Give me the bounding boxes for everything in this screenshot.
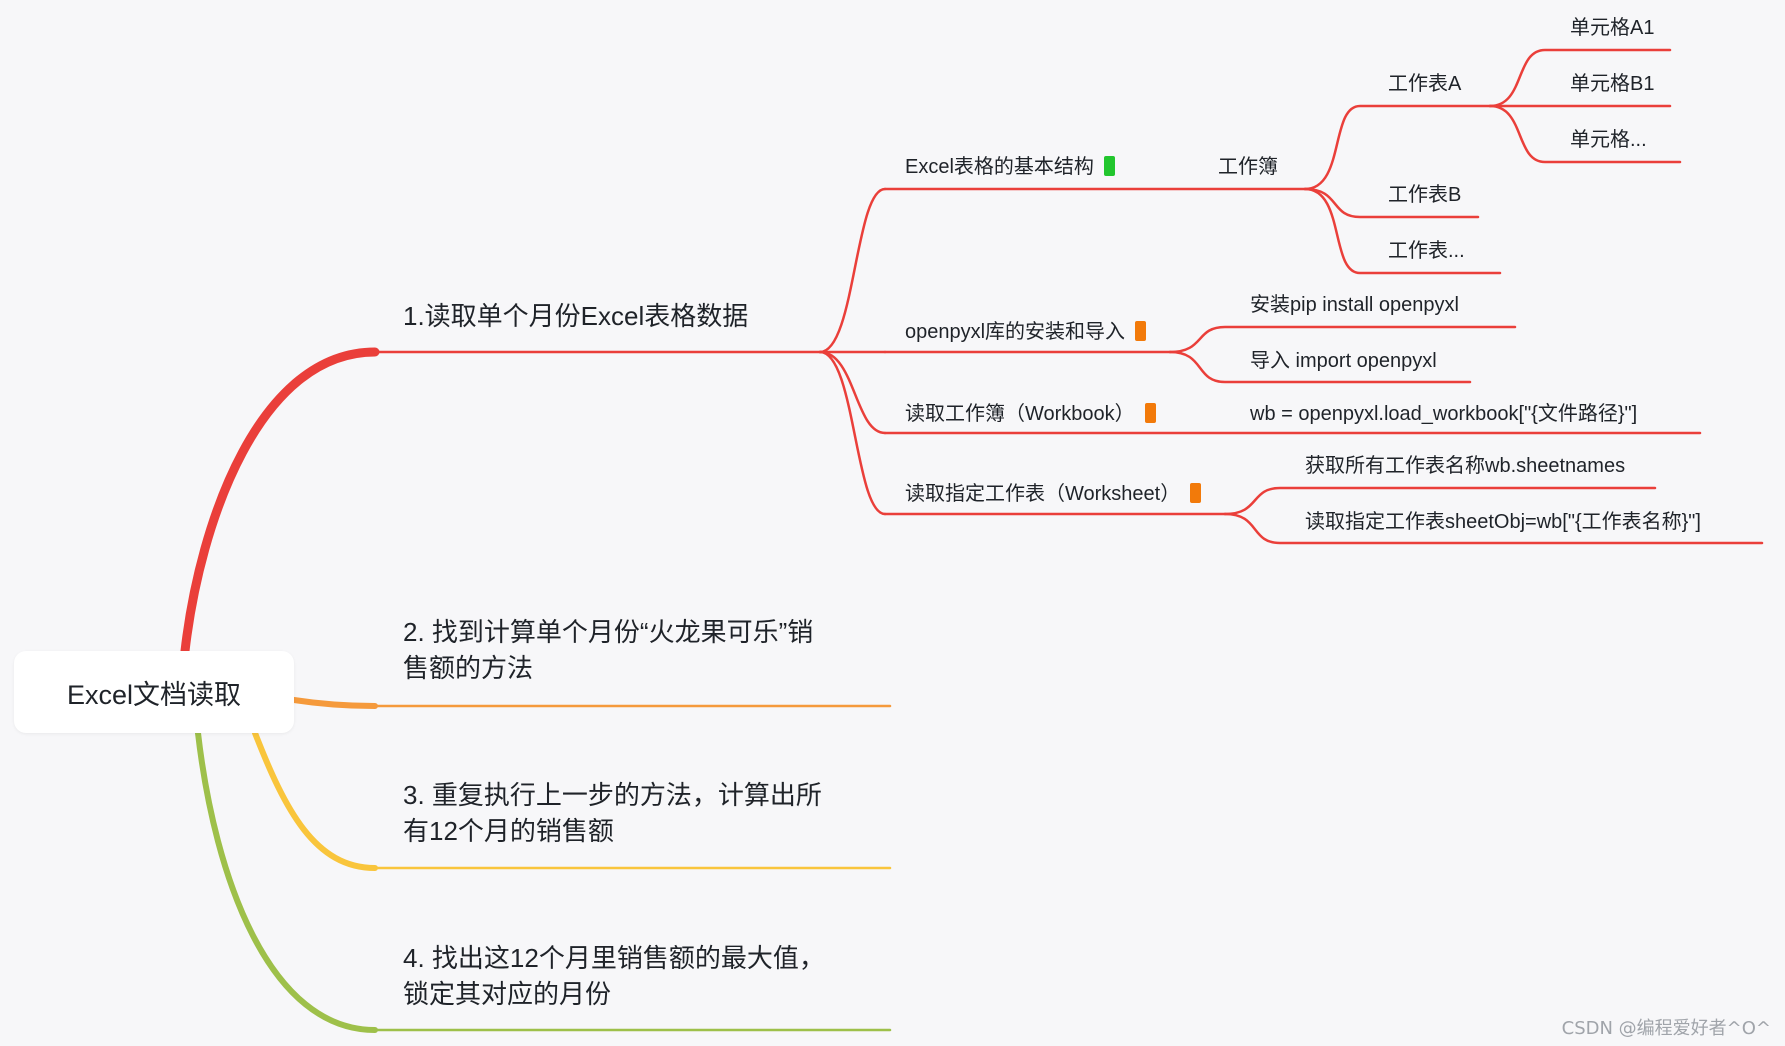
connector-root-branch-1 [180, 347, 380, 656]
connector-import [1168, 350, 1472, 384]
connector-sheet-etc [1303, 187, 1502, 275]
node-sheetobj[interactable]: 读取指定工作表sheetObj=wb["{工作表名称}"] [1305, 508, 1701, 536]
connector-l1-workbook [818, 350, 887, 435]
node-sheetnames[interactable]: 获取所有工作表名称wb.sheetnames [1305, 452, 1625, 480]
node-cell-a1[interactable]: 单元格A1 [1570, 14, 1654, 42]
subtopic-workbook[interactable]: 读取工作簿（Workbook） [905, 400, 1156, 428]
node-workbook[interactable]: 工作簿 [1218, 153, 1278, 181]
subtopic-workbook-label: 读取工作簿（Workbook） [905, 403, 1135, 425]
node-sheet-a-label: 工作表A [1388, 73, 1462, 95]
connector-cell-a1 [1488, 48, 1672, 108]
node-cell-a1-label: 单元格A1 [1570, 17, 1655, 39]
node-sheet-b-label: 工作表B [1388, 184, 1462, 206]
branch-topic-4[interactable]: 4. 找出这12个月里销售额的最大值， 锁定其对应的月份 [403, 940, 825, 1012]
node-cell-etc[interactable]: 单元格... [1570, 126, 1647, 154]
node-import[interactable]: 导入 import openpyxl [1250, 347, 1437, 375]
root-topic-label: Excel文档读取 [66, 679, 242, 710]
subtopic-openpyxl-label: openpyxl库的安装和导入 [905, 321, 1126, 343]
root-topic[interactable]: Excel文档读取 [14, 651, 294, 733]
branch-topic-3-line-1: 3. 重复执行上一步的方法，计算出所 [403, 780, 822, 810]
node-sheetnames-label: 获取所有工作表名称wb.sheetnames [1305, 455, 1626, 477]
subtopic-excel-structure[interactable]: Excel表格的基本结构 [905, 153, 1115, 181]
green-flag-icon [1103, 156, 1115, 176]
node-sheet-etc[interactable]: 工作表... [1388, 237, 1465, 265]
watermark: CSDN @编程爱好者^O^ [1561, 1018, 1771, 1039]
orange-flag-icon [1135, 321, 1147, 341]
branch-topic-1[interactable]: 1.读取单个月份Excel表格数据 [403, 298, 748, 334]
node-pip-install[interactable]: 安装pip install openpyxl [1250, 291, 1459, 319]
node-sheet-b[interactable]: 工作表B [1388, 181, 1461, 209]
node-cell-b1[interactable]: 单元格B1 [1570, 70, 1654, 98]
connector-sheetnames [1223, 486, 1657, 516]
connector-l1-excel-structure [818, 187, 887, 354]
node-workbook-label: 工作簿 [1218, 156, 1278, 178]
branch-topic-2-line-1: 2. 找到计算单个月份“火龙果可乐”销 [403, 617, 814, 647]
node-cell-etc-label: 单元格... [1570, 129, 1647, 151]
node-sheet-etc-label: 工作表... [1388, 240, 1465, 262]
node-load-workbook-label: wb = openpyxl.load_workbook["{文件路径}"] [1250, 403, 1638, 425]
connector-root-branch-2 [291, 697, 378, 709]
connector-l1-worksheet [818, 350, 887, 516]
branch-topic-3[interactable]: 3. 重复执行上一步的方法，计算出所 有12个月的销售额 [403, 777, 822, 849]
branch-topic-1-label: 1.读取单个月份Excel表格数据 [403, 301, 749, 331]
branch-topic-4-line-2: 锁定其对应的月份 [403, 979, 612, 1009]
connector-root-branch-3 [252, 730, 378, 871]
branch-topic-2[interactable]: 2. 找到计算单个月份“火龙果可乐”销 售额的方法 [403, 614, 813, 686]
node-cell-b1-label: 单元格B1 [1570, 73, 1655, 95]
orange-flag-icon [1144, 403, 1156, 423]
subtopic-worksheet-label: 读取指定工作表（Worksheet） [905, 483, 1181, 505]
subtopic-excel-structure-label: Excel表格的基本结构 [905, 156, 1094, 178]
node-import-label: 导入 import openpyxl [1250, 350, 1437, 372]
connector-cell-etc [1488, 104, 1682, 164]
subtopic-openpyxl[interactable]: openpyxl库的安装和导入 [905, 318, 1147, 346]
branch-topic-2-line-2: 售额的方法 [403, 653, 534, 683]
node-pip-install-label: 安装pip install openpyxl [1250, 294, 1459, 316]
connector-root-branch-4 [195, 730, 378, 1033]
connector-pip-install [1168, 325, 1517, 354]
orange-flag-icon [1190, 483, 1202, 503]
node-sheet-a[interactable]: 工作表A [1388, 70, 1461, 98]
subtopic-worksheet[interactable]: 读取指定工作表（Worksheet） [905, 480, 1202, 508]
node-sheetobj-label: 读取指定工作表sheetObj=wb["{工作表名称}"] [1305, 511, 1701, 533]
connector-sheet-a [1303, 104, 1492, 191]
branch-topic-4-line-1: 4. 找出这12个月里销售额的最大值， [403, 943, 825, 973]
node-load-workbook[interactable]: wb = openpyxl.load_workbook["{文件路径}"] [1250, 400, 1637, 428]
connector-sheetobj [1223, 512, 1764, 545]
branch-topic-3-line-2: 有12个月的销售额 [403, 816, 614, 846]
